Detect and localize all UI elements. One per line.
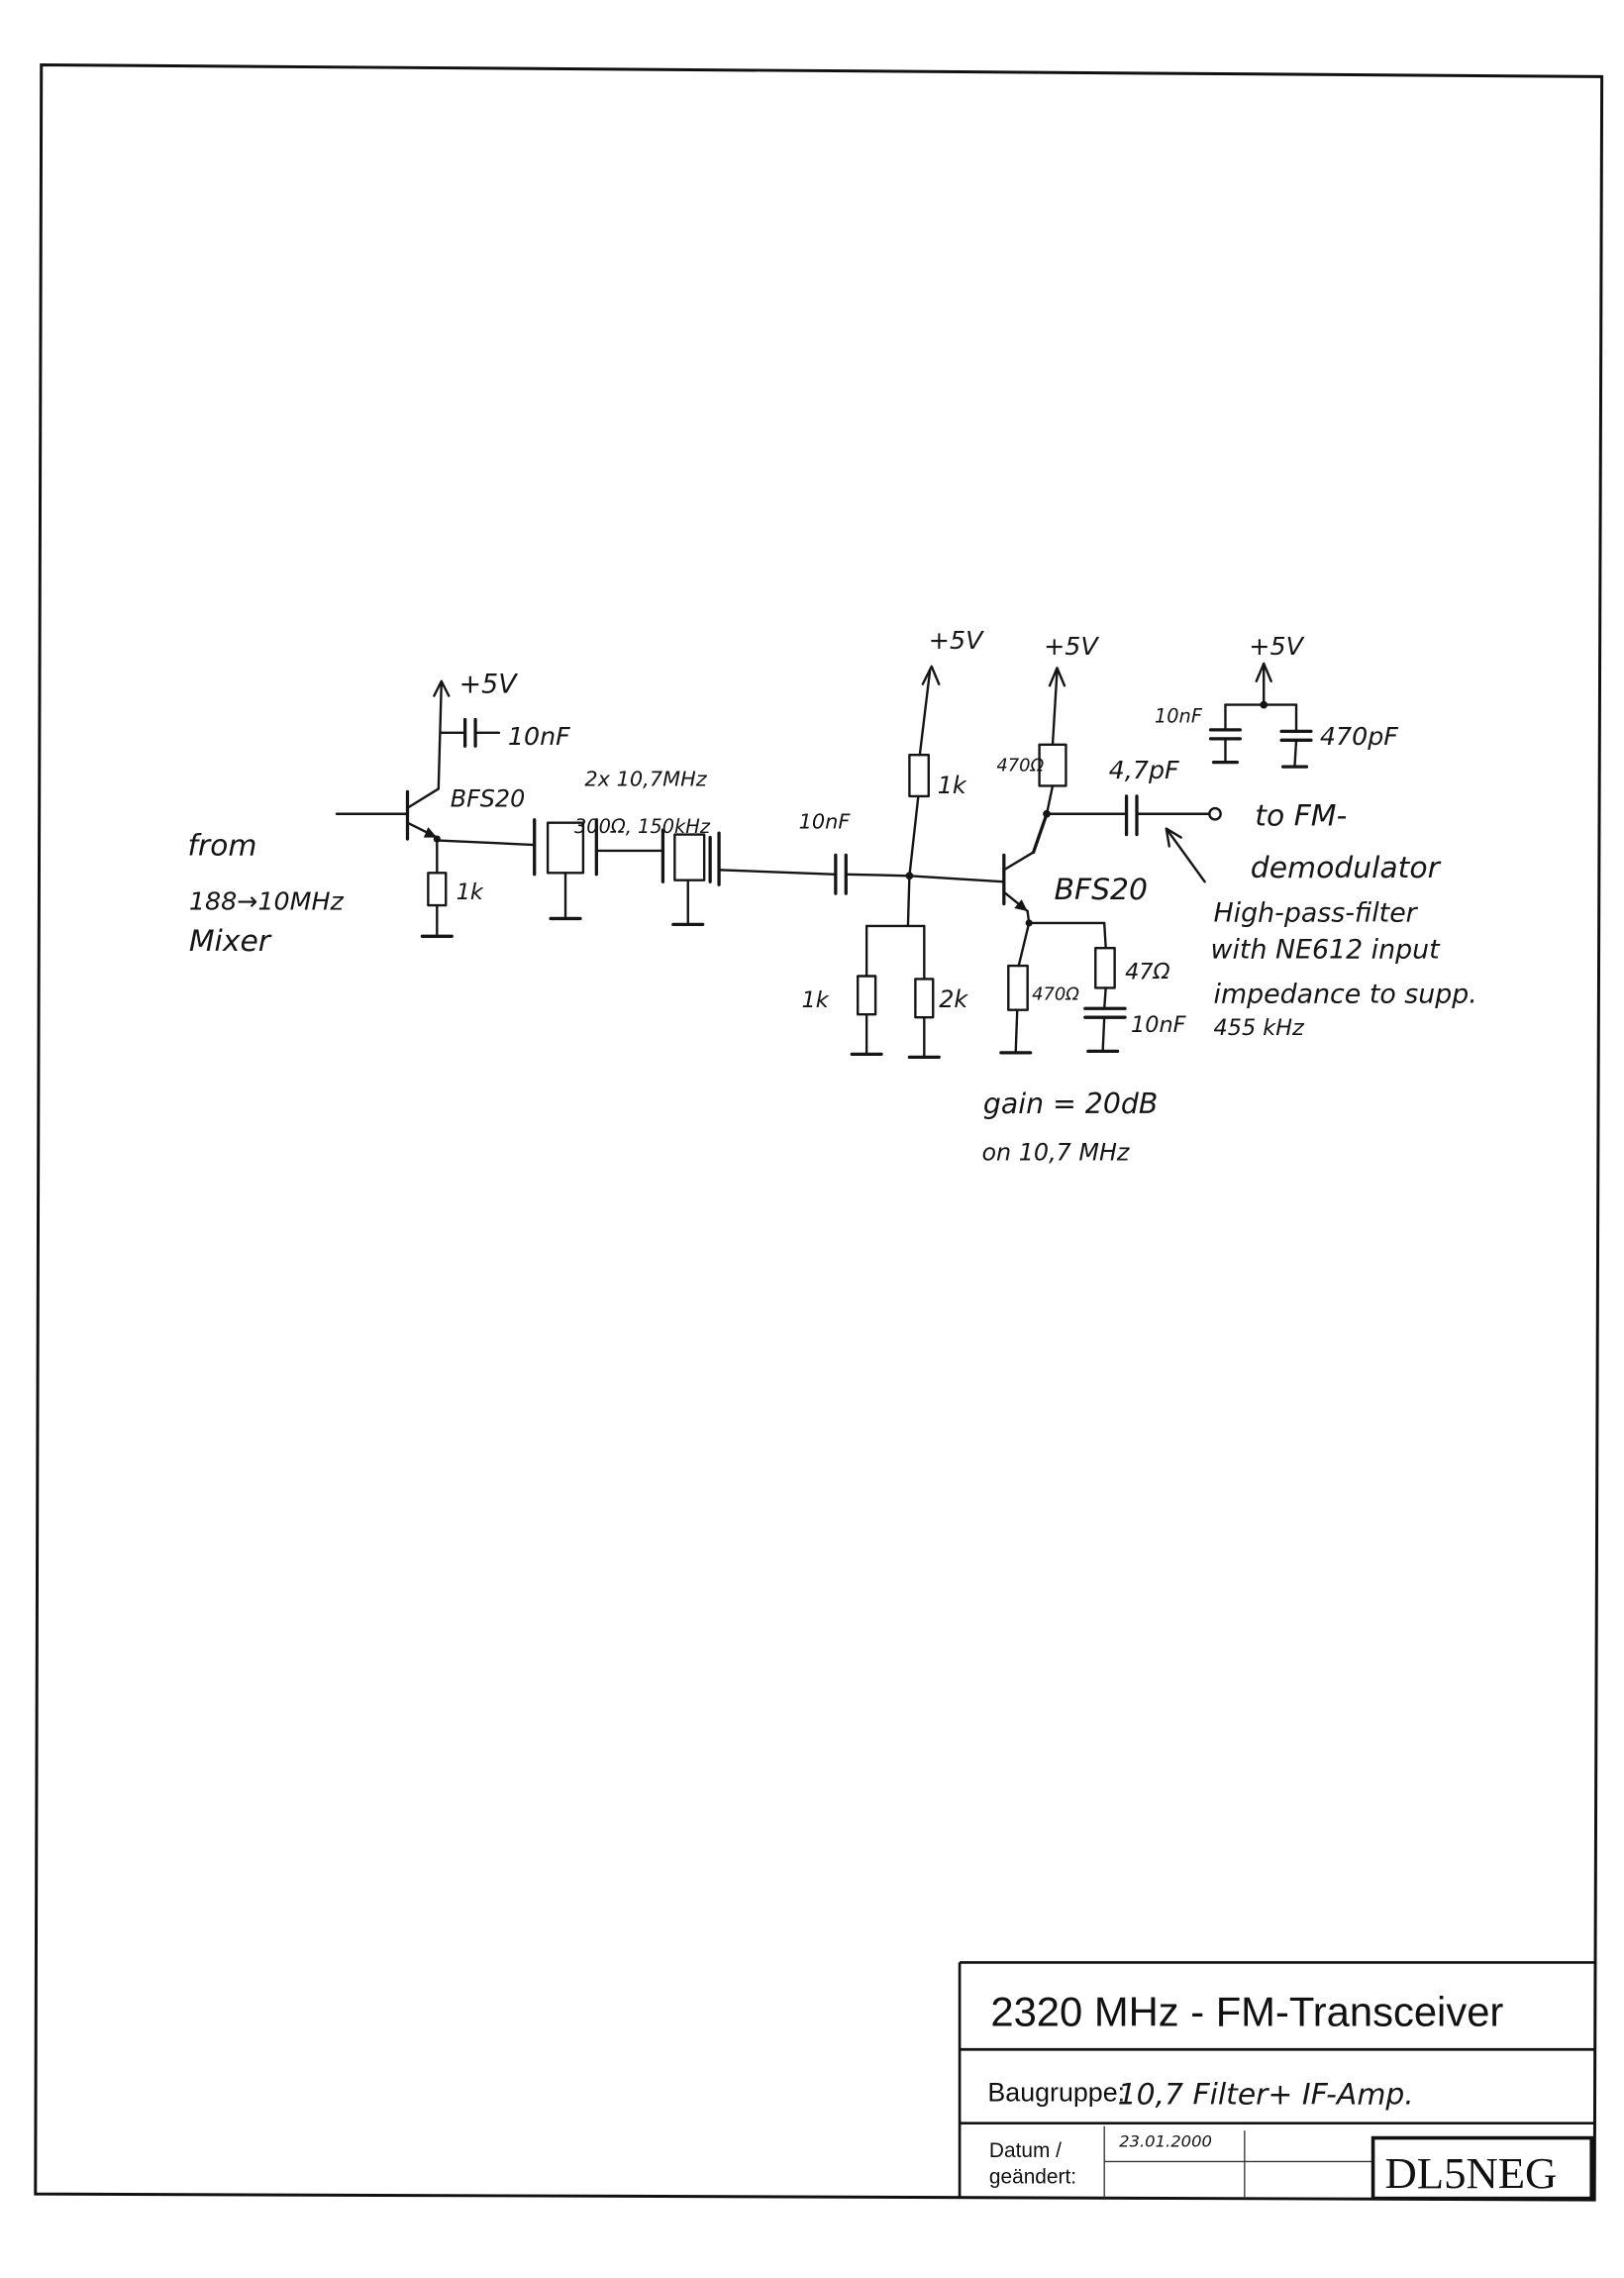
resistor-body — [1007, 964, 1029, 1011]
note-arrow — [1165, 827, 1206, 883]
q2-type-label: BFS20 — [1055, 873, 1148, 907]
q1-decoupling-cap-label: 10nF — [508, 721, 570, 751]
emitter-arrow — [1014, 899, 1028, 911]
bias-lower-right-resistor-label: 2k — [939, 985, 968, 1013]
bias-network — [850, 665, 1004, 1060]
q1-supply — [433, 679, 451, 790]
decoupling-supply-label: +5V — [1249, 631, 1304, 661]
wire — [908, 794, 920, 878]
crystal-body — [673, 833, 706, 881]
resistor-body — [857, 975, 877, 1016]
input-label-line2: 188→10MHz — [189, 886, 345, 916]
supply-arrow-icon — [433, 679, 451, 697]
date-value: 23.01.2000 — [1119, 2132, 1212, 2151]
output-cap-label: 4,7pF — [1109, 755, 1179, 784]
q1-emitter-resistor-label: 1k — [457, 880, 484, 905]
coupling-capacitor — [834, 853, 911, 895]
q2-collector-resistor — [1038, 667, 1067, 818]
q2-supply-label: +5V — [1044, 631, 1099, 661]
crystal-filter-2 — [660, 828, 721, 927]
wire — [1014, 1008, 1019, 1053]
transistor-collector — [1002, 851, 1035, 872]
q2-emitter-ac-resistor-label: 47Ω — [1125, 959, 1170, 984]
wire — [1051, 670, 1059, 746]
output-terminal — [1208, 806, 1222, 821]
decoupling-cap-left-label: 10nF — [1155, 704, 1203, 727]
note-line1: High-pass-filter — [1214, 897, 1419, 928]
transistor-collector-lead — [1031, 812, 1049, 855]
wire — [1293, 739, 1298, 767]
coupling-cap-label: 10nF — [799, 810, 852, 834]
bias-lower-left-resistor-label: 1k — [802, 987, 830, 1013]
title-block: 2320 MHz - FM-Transceiver Baugruppe: 10,… — [958, 1961, 1596, 2201]
wire — [845, 873, 911, 878]
gain-line2: on 10,7 MHz — [981, 1139, 1129, 1167]
wire — [906, 875, 911, 928]
decoupling-cap-right-label: 470pF — [1320, 721, 1398, 751]
supply-arrow-icon — [1048, 667, 1066, 687]
q2-emitter-network — [999, 919, 1127, 1055]
transistor-collector — [406, 787, 440, 809]
date-label-line2: geändert: — [989, 2166, 1076, 2189]
supply-arrow-icon — [921, 665, 941, 685]
bias-upper-resistor-label: 1k — [938, 772, 967, 799]
resistor-body — [427, 872, 448, 907]
author-label: DL5NEG — [1384, 2148, 1557, 2198]
sheet-title: 2320 MHz - FM-Transceiver — [990, 1988, 1503, 2034]
output-label-line1: to FM- — [1255, 799, 1347, 834]
date-label-line1: Datum / — [989, 2139, 1062, 2162]
bias-supply-label: +5V — [929, 625, 984, 655]
filter-label-line1: 2x 10,7MHz — [584, 767, 707, 790]
note-line4: 455 kHz — [1214, 1015, 1306, 1041]
supply-arrow-icon — [1255, 662, 1272, 682]
filter-label-line2: 300Ω, 150kHz — [574, 815, 711, 838]
transistor-q2 — [1002, 812, 1049, 925]
arrow-shaft — [1165, 827, 1206, 883]
wire — [1045, 784, 1055, 815]
q1-type-label: BFS20 — [451, 784, 526, 812]
q1-supply-label: +5V — [459, 670, 519, 700]
note-line3: impedance to supp. — [1214, 979, 1477, 1009]
q1-decoupling-capacitor — [440, 717, 501, 748]
assembly-label: Baugruppe: — [987, 2077, 1125, 2107]
wire — [908, 875, 1004, 883]
gain-line1: gain = 20dB — [983, 1087, 1158, 1120]
wire — [1103, 986, 1107, 1010]
output-label-line2: demodulator — [1251, 851, 1442, 885]
note-line2: with NE612 input — [1211, 935, 1442, 966]
wire-filter-to-coupling-cap — [717, 869, 838, 876]
emitter-arrow — [423, 827, 438, 838]
wire — [1101, 1015, 1106, 1052]
transistor-q1 — [405, 787, 440, 841]
author-box — [1370, 2135, 1593, 2201]
resistor-body — [1094, 947, 1116, 989]
output-capacitor — [1045, 794, 1222, 837]
q2-collector-resistor-label: 470Ω — [996, 756, 1044, 777]
arrow-head-icon — [1165, 827, 1182, 848]
assembly-value: 10,7 Filter+ IF-Amp. — [1118, 2077, 1414, 2112]
wire-emitter-to-filter — [437, 839, 536, 847]
wire — [1017, 921, 1031, 968]
wire — [437, 681, 443, 790]
q2-emitter-resistor-label: 470Ω — [1032, 984, 1079, 1004]
crystal-filter-1 — [533, 818, 598, 921]
input-label-line1: from — [187, 828, 256, 863]
q2-emitter-cap-label: 10nF — [1131, 1012, 1187, 1038]
resistor-body — [914, 978, 935, 1019]
input-label-line3: Mixer — [189, 924, 272, 959]
sheet-border — [34, 63, 1604, 2202]
wire — [1103, 921, 1107, 950]
resistor-body — [908, 754, 930, 798]
q1-emitter-resistor — [420, 835, 454, 938]
wire — [918, 668, 932, 757]
supply-decoupling — [1208, 662, 1313, 769]
